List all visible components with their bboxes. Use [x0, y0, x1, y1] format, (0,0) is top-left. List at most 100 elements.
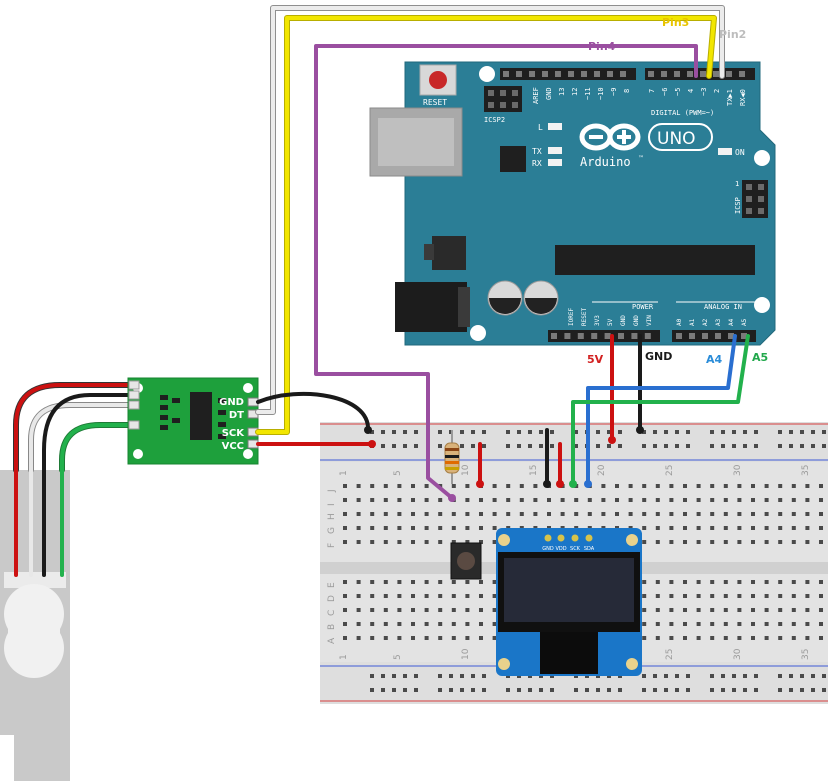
pin-label-6: ~6	[661, 88, 669, 96]
breadboard-hole	[356, 594, 361, 598]
breadboard-hole	[710, 444, 714, 448]
breadboard-hole	[696, 526, 701, 530]
pin-label-a2: A2	[702, 318, 709, 326]
breadboard-hole	[723, 622, 728, 626]
breadboard-hole	[356, 608, 361, 612]
breadboard-hole	[669, 512, 674, 516]
pin-label-gnd: GND	[633, 315, 640, 326]
breadboard-hole	[383, 608, 388, 612]
breadboard-hole	[642, 594, 647, 598]
breadboard-hole	[789, 688, 793, 692]
breadboard-hole	[403, 688, 407, 692]
breadboard-hole	[675, 444, 679, 448]
digital-pins	[503, 71, 745, 77]
breadboard-hole	[751, 608, 755, 612]
breadboard-hole	[764, 512, 769, 516]
breadboard-hole	[517, 688, 521, 692]
breadboard-hole	[653, 444, 657, 448]
push-button[interactable]	[450, 542, 482, 580]
breadboard-hole	[424, 512, 429, 516]
breadboard-hole	[424, 636, 429, 640]
breadboard-hole	[751, 594, 755, 598]
breadboard-hole	[822, 674, 826, 678]
mount-hole	[498, 534, 510, 546]
row-letter: J	[327, 489, 337, 493]
breadboard-hole	[451, 594, 456, 598]
breadboard-hole	[479, 512, 483, 516]
breadboard-hole	[438, 430, 442, 434]
row-letter: C	[327, 610, 337, 616]
breadboard-hole	[492, 540, 497, 544]
breadboard-hole	[356, 526, 361, 530]
header-pin	[581, 71, 587, 77]
breadboard-hole	[451, 526, 456, 530]
capacitor-band	[489, 298, 521, 314]
breadboard-hole	[517, 430, 521, 434]
breadboard-hole	[683, 512, 687, 516]
breadboard-hole	[356, 540, 361, 544]
breadboard-hole	[819, 512, 823, 516]
pin-label-a3: A3	[715, 318, 722, 326]
header-pin	[551, 333, 557, 339]
arduino-logo	[579, 123, 641, 151]
breadboard-hole	[751, 484, 755, 488]
breadboard-hole	[411, 484, 415, 488]
breadboard-hole	[479, 580, 483, 584]
breadboard-hole	[723, 540, 728, 544]
breadboard-hole	[669, 622, 674, 626]
breadboard-hole	[438, 608, 443, 612]
breadboard-hole	[438, 498, 443, 502]
breadboard-hole	[642, 526, 647, 530]
row-letter: H	[327, 513, 337, 520]
breadboard-hole	[675, 688, 679, 692]
breadboard-hole	[528, 430, 532, 434]
breadboard-hole	[655, 498, 660, 502]
breadboard-hole	[778, 674, 782, 678]
led-tx	[548, 147, 562, 154]
breadboard-hole	[451, 580, 456, 584]
pin-label-4: 4	[687, 89, 695, 93]
breadboard-hole	[683, 526, 687, 530]
wire-black-hx711-gnd	[256, 391, 371, 432]
icsp-pins	[746, 184, 764, 214]
breadboard-hole	[642, 688, 646, 692]
breadboard-hole	[411, 540, 415, 544]
mount-hole	[626, 534, 638, 546]
breadboard-hole	[721, 674, 725, 678]
capacitor-band	[525, 298, 557, 314]
breadboard-hole	[764, 636, 769, 640]
breadboard-hole	[800, 430, 804, 434]
breadboard-hole	[411, 622, 415, 626]
pin-label-ioref: IOREF	[568, 308, 575, 326]
breadboard-hole	[574, 430, 578, 434]
digital-label: DIGITAL (PWM=~)	[651, 109, 714, 117]
oled-pin-gnd: GND	[542, 546, 554, 552]
row-letter: I	[327, 503, 337, 506]
breadboard-hole	[764, 594, 769, 598]
breadboard-hole	[370, 526, 375, 530]
reset-button-cap[interactable]	[429, 71, 447, 89]
row-letter: E	[327, 582, 337, 588]
pin-label-10: ~10	[597, 87, 605, 100]
arduino-uno: RESET ICSP2 AREF GND 13 12 ~11 ~10 ~9 8 …	[369, 61, 776, 346]
breadboard-hole	[517, 444, 521, 448]
pin-label-a0: A0	[676, 318, 683, 326]
oled-pin-labels: GND VDD SCK SDA	[542, 546, 594, 552]
power-pin-labels: IOREF RESET 3V3 5V GND GND VIN A0 A1 A2 …	[568, 308, 748, 326]
breadboard-hole	[370, 636, 375, 640]
header-pin	[620, 71, 626, 77]
breadboard-hole	[737, 540, 742, 544]
pin-label-gnd: GND	[545, 87, 553, 100]
mount-hole	[754, 150, 770, 166]
breadboard-hole	[492, 608, 497, 612]
breadboard-hole	[723, 526, 728, 530]
signal-wires	[255, 5, 750, 500]
breadboard-hole	[411, 512, 415, 516]
breadboard-hole	[601, 484, 606, 488]
breadboard-hole	[482, 444, 486, 448]
header-pin	[687, 71, 693, 77]
header-pin	[503, 71, 509, 77]
icsp-header	[742, 180, 768, 218]
breadboard-hole	[696, 580, 701, 584]
breadboard-hole	[479, 498, 483, 502]
